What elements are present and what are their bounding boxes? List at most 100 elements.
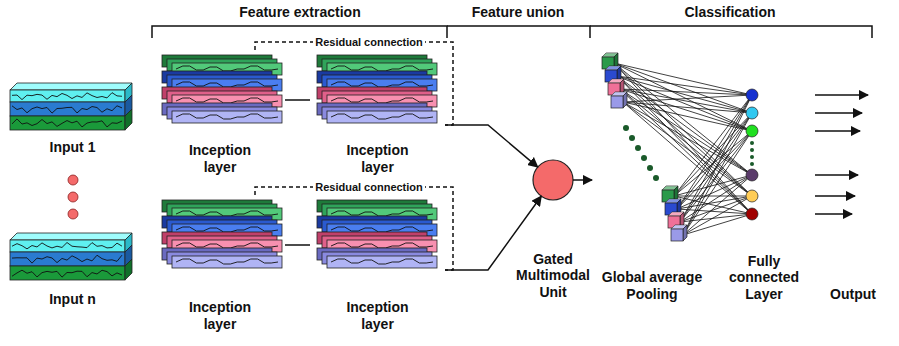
section-heading: Feature union [472, 4, 565, 20]
ellipsis-dot [623, 125, 629, 131]
node-label: Input 1 [50, 139, 96, 156]
feature-trace [176, 66, 278, 71]
feature-trace [331, 243, 433, 248]
ellipsis-dot [750, 155, 754, 159]
inception-layer: Inception layer [155, 195, 285, 335]
inception-layer: Inception layer [310, 195, 445, 335]
connector-label: Residual connection [313, 181, 425, 193]
signal-trace [12, 243, 122, 249]
gated-multimodal-unit: Gated Multimodal Unit [510, 158, 596, 303]
signal-band [10, 116, 125, 130]
signal-band [10, 252, 125, 266]
node-label: Inception layer [180, 299, 260, 333]
feature-trace [331, 98, 433, 103]
output-arrow [815, 174, 858, 176]
data-flow-line [573, 179, 592, 181]
ellipsis-dot [750, 141, 754, 145]
residual-connection [255, 187, 453, 270]
inception-layer: Inception layer [310, 50, 445, 178]
ellipsis-dot [750, 148, 754, 152]
block-top [10, 233, 132, 240]
inception-stack [317, 55, 437, 123]
block-top [10, 83, 132, 90]
pooled-cube [611, 92, 627, 108]
data-flow-line [285, 244, 310, 246]
ellipsis-dot [68, 209, 78, 219]
feature-trace [176, 227, 278, 232]
feature-trace [176, 259, 278, 264]
output-neuron [746, 190, 758, 202]
feature-trace [176, 82, 278, 87]
feature-map [172, 111, 282, 123]
inception-layer: Inception layer [155, 50, 285, 178]
bracket [447, 26, 590, 38]
input-dots [68, 175, 78, 219]
ellipsis-dot [68, 175, 78, 185]
feature-trace [176, 211, 278, 216]
node-label: Inception layer [338, 142, 418, 176]
output-neuron [746, 89, 758, 101]
bracket [590, 26, 872, 38]
pooling-layer: Global average Pooling [592, 52, 712, 305]
residual-connection [255, 42, 453, 125]
node-label: Gated Multimodal Unit [510, 251, 596, 301]
output-arrow [815, 213, 852, 215]
signal-band [10, 266, 125, 280]
data-flow-line [445, 125, 538, 167]
output-arrow [815, 195, 855, 197]
illustration-parts [10, 53, 758, 280]
signal-band [10, 90, 125, 102]
feature-trace [176, 98, 278, 103]
section-heading: Feature extraction [239, 4, 360, 20]
block-side [125, 109, 132, 130]
input-block [10, 233, 132, 280]
section-heading: Classification [684, 4, 775, 20]
output-neuron [746, 107, 758, 119]
signal-trace [12, 119, 122, 127]
signal-trace [12, 255, 122, 263]
output-arrow [815, 112, 862, 114]
node-label: Inception layer [180, 142, 260, 176]
feature-trace [331, 259, 433, 264]
feature-trace [331, 227, 433, 232]
node-label: Fully connected Layer [722, 253, 806, 303]
input-signal: Input 1 [5, 78, 140, 158]
node-label: Global average Pooling [594, 269, 710, 303]
input-signal: Input n [5, 228, 140, 310]
signal-trace [12, 93, 122, 100]
output-neuron [746, 169, 758, 181]
signal-band [10, 240, 125, 252]
dense-layer: Fully connected Layer [720, 80, 808, 305]
node-label: Input n [49, 291, 96, 308]
ellipsis-dot [653, 175, 659, 181]
block-side [125, 259, 132, 280]
signal-trace [12, 270, 122, 277]
section-brackets [152, 26, 872, 38]
feature-trace [176, 243, 278, 248]
node-label: Inception layer [338, 299, 418, 333]
inception-stack [317, 200, 437, 268]
signal-trace [12, 106, 122, 113]
feature-map [327, 256, 437, 268]
signal-band [10, 102, 125, 116]
data-flow-line [285, 99, 310, 101]
node-label: Output [830, 286, 876, 303]
ellipsis-dot [641, 155, 647, 161]
ellipsis-dot [68, 192, 78, 202]
output-layer: Output [812, 80, 894, 305]
feature-trace [331, 114, 433, 119]
output-arrow [815, 94, 868, 96]
pooled-cube [671, 225, 687, 241]
output-arrow [815, 130, 860, 132]
feature-trace [176, 114, 278, 119]
output-neuron [746, 125, 758, 137]
ellipsis-dot [635, 145, 641, 151]
ellipsis-dot [750, 162, 754, 166]
gated-unit-circle [533, 160, 573, 200]
ellipsis-dot [647, 165, 653, 171]
inception-stack [162, 55, 282, 123]
dense-connections [614, 63, 752, 235]
connector-label: Residual connection [313, 36, 425, 48]
feature-map [327, 111, 437, 123]
feature-trace [331, 211, 433, 216]
